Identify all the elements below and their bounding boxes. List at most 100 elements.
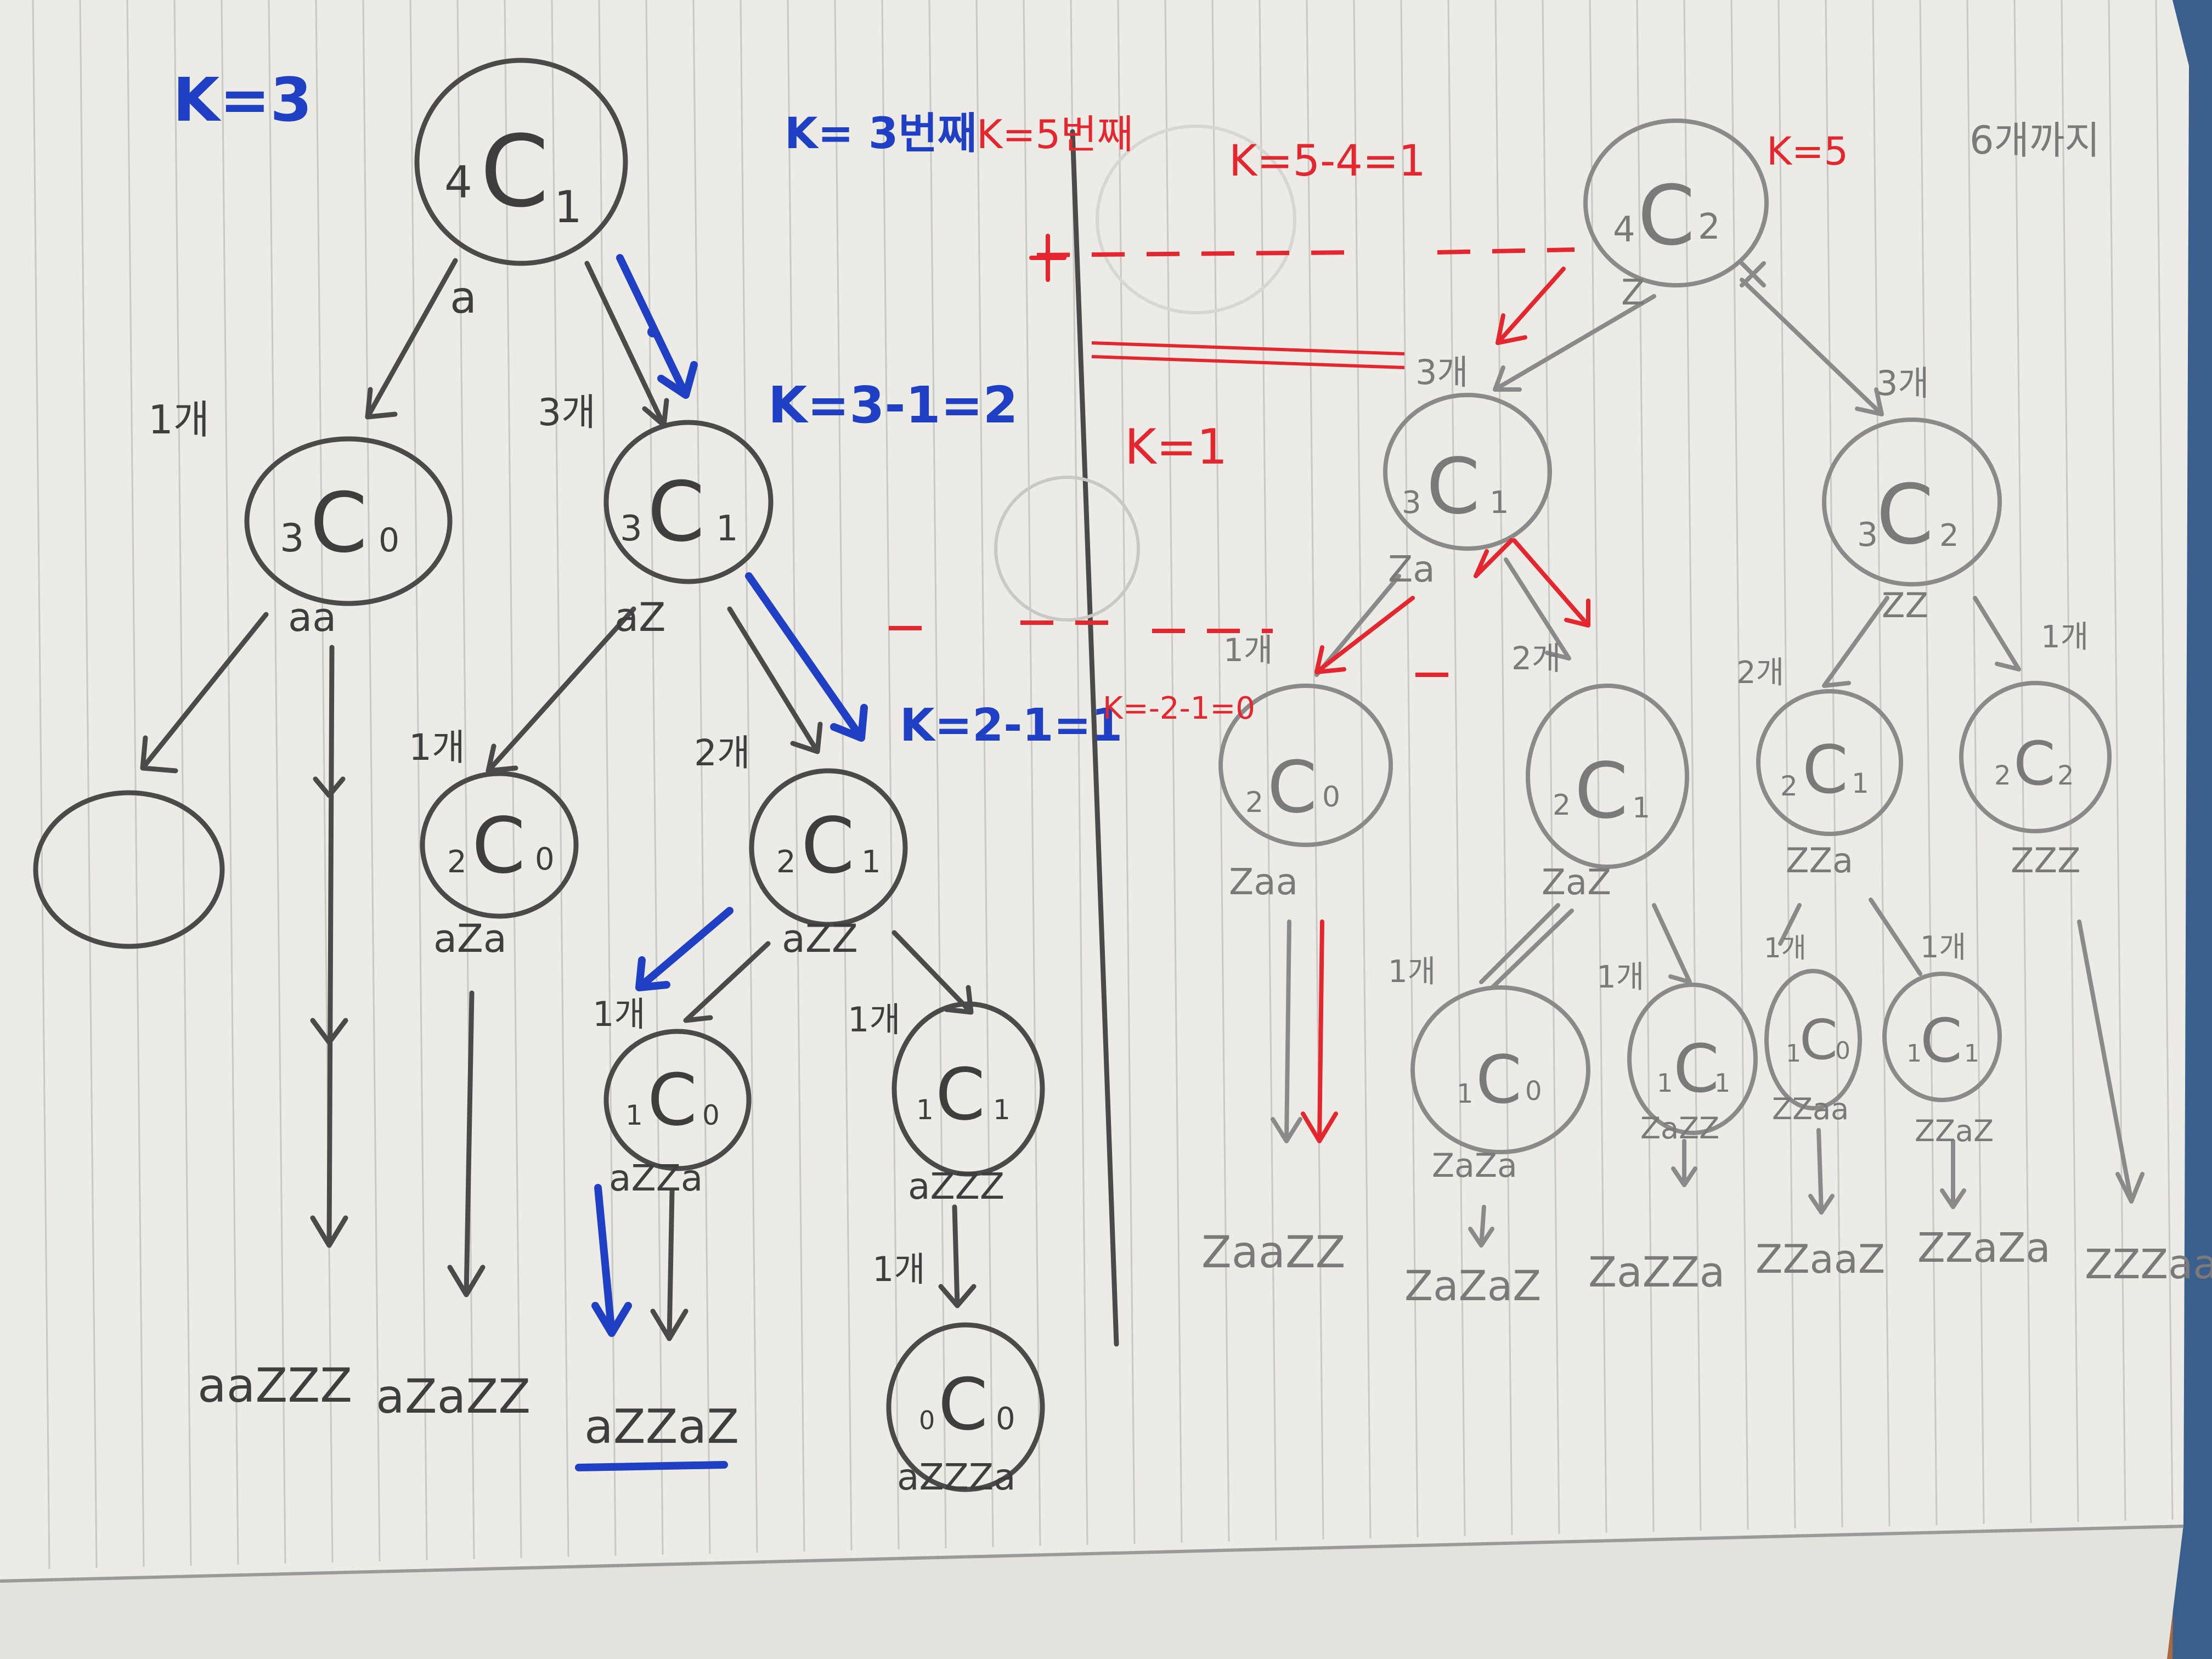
ruled-line <box>1259 0 1277 1541</box>
right-edge-1c1a-down <box>1671 1139 1697 1187</box>
right-root-sub: 4 <box>1613 210 1635 250</box>
right-1c1a-str: ZaZZ <box>1640 1111 1719 1146</box>
blue-underline <box>575 1461 728 1471</box>
right-node-2c0 <box>1218 684 1393 847</box>
left-root-sub: 4 <box>444 157 472 208</box>
right-3c2-letter: C <box>1876 467 1934 563</box>
left-3c1-letter: C <box>647 465 705 560</box>
ruled-line <box>1400 0 1419 1538</box>
right-node-3c1 <box>1383 393 1552 551</box>
right-result-6: ZZZaa <box>2085 1241 2212 1288</box>
right-edge-1c1b-down <box>1940 1139 1966 1209</box>
red-arrow-3c1 <box>1474 538 1514 578</box>
right-edge-2c2-down <box>2077 919 2145 1204</box>
blue-arrow-3c1 <box>745 572 868 742</box>
left-1c1-str: aZZZ <box>908 1165 1005 1207</box>
left-1c1-letter: C <box>935 1053 985 1136</box>
ruled-line <box>1542 0 1560 1534</box>
left-edge-3c0-empty <box>140 612 269 774</box>
right-result-4: ZZaaZ <box>1756 1236 1885 1282</box>
ruled-line <box>645 0 664 1555</box>
left-2c1-sub: 2 <box>776 844 796 880</box>
right-edge-2c1b-1c0 <box>1778 903 1802 946</box>
ruled-line <box>975 0 994 1548</box>
right-2c1b-sub2: 1 <box>1852 768 1869 799</box>
right-2c2-count: 1개 <box>2041 619 2089 655</box>
note-red-k-5th: K=5번째 <box>977 111 1133 157</box>
left-2c0-sub2: 0 <box>535 842 555 877</box>
left-3c1-sub: 3 <box>620 509 642 549</box>
lower-page <box>0 1525 2183 1659</box>
left-3c0-sub: 3 <box>280 516 304 561</box>
right-edge-2c0-down <box>1271 919 1302 1143</box>
right-result-2: ZaZaZ <box>1404 1261 1541 1310</box>
right-root-str: Z <box>1621 273 1645 313</box>
left-3c0-str: aa <box>288 594 336 640</box>
left-empty-node <box>33 790 225 949</box>
left-edge-3c1-2c1 <box>727 606 823 754</box>
red-strike <box>1091 341 1405 369</box>
right-edge-root-3c1 <box>1493 294 1656 392</box>
ruled-line <box>1164 0 1183 1543</box>
right-3c1-str: Za <box>1388 548 1435 590</box>
right-1c0b-count: 1개 <box>1764 932 1807 964</box>
right-node-2c1-b <box>1756 689 1903 836</box>
right-2c1b-str: ZZa <box>1786 840 1853 881</box>
ruled-line <box>173 0 192 1566</box>
left-2c1-str: aZZ <box>782 916 858 961</box>
left-node-2c1 <box>749 768 908 927</box>
left-root-sub2: 1 <box>554 182 582 233</box>
ruled-line <box>1825 0 1843 1528</box>
right-1c0a-letter: C <box>1476 1042 1522 1119</box>
ruled-line <box>1494 0 1513 1536</box>
right-2c2-letter: C <box>2013 729 2056 799</box>
right-1c1a-letter: C <box>1673 1031 1719 1108</box>
right-1c1b-sub: 1 <box>1906 1040 1922 1068</box>
right-1c1b-count: 1개 <box>1920 930 1966 964</box>
left-2c1-letter: C <box>801 802 855 891</box>
right-node-2c2 <box>1959 681 2112 833</box>
left-2c1-sub2: 1 <box>861 844 881 880</box>
ruled-line <box>409 0 428 1561</box>
left-tree-labels: 4 C 1 a 3 C 0 1개 aa 3 C 1 3개 aZ 2 C 0 1개… <box>148 115 1016 1498</box>
left-1c0-sub: 1 <box>625 1099 643 1131</box>
right-node-1c0-a <box>1410 985 1590 1154</box>
right-node-1c1-a <box>1627 983 1758 1135</box>
left-2c0-str: aZa <box>433 916 507 961</box>
left-edge-a-label: a <box>450 272 477 323</box>
note-blue-k-step2: K=2-1=1 <box>900 699 1122 752</box>
left-edge-3c0-down <box>310 645 348 1248</box>
right-2c1a-str: ZaZ <box>1542 862 1611 903</box>
left-result-3: aZZaZ <box>584 1400 739 1454</box>
right-node-1c0-b <box>1764 969 1862 1110</box>
left-1c1-sub: 1 <box>916 1094 934 1126</box>
right-1c1b-str: ZZaZ <box>1915 1114 1994 1148</box>
right-2c1b-count: 2개 <box>1736 655 1784 691</box>
note-six-count: 6개까지 <box>1970 118 2100 163</box>
red-arrow-2c0 <box>1314 596 1415 674</box>
left-0c0-sub2: 0 <box>996 1401 1015 1437</box>
ruled-line <box>1353 0 1372 1539</box>
left-3c1-sub2: 1 <box>716 509 738 549</box>
note-blue-k-step1: K=3-1=2 <box>768 376 1018 435</box>
ruled-line <box>1730 0 1749 1530</box>
left-root-node <box>414 58 628 266</box>
right-1c1b-sub2: 1 <box>1964 1040 1979 1068</box>
right-edge-3c1-2c1 <box>1504 557 1571 661</box>
right-3c1-count: 3개 <box>1415 352 1469 392</box>
right-edge-3c2-2c2 <box>1973 596 2021 672</box>
right-2c1a-sub2: 1 <box>1632 792 1650 825</box>
right-tree-labels: 4 C 2 Z 3 C 1 3개 Za 3 C 2 3개 ZZ 2 C 0 1개… <box>1201 168 2212 1310</box>
right-3c1-sub2: 1 <box>1489 485 1509 521</box>
red-plus-mark <box>1029 234 1066 282</box>
right-edge-1c0a-down <box>1468 1205 1494 1248</box>
ruled-line <box>1683 0 1702 1531</box>
left-node-1c0 <box>603 1029 752 1171</box>
ruled-line <box>221 0 239 1565</box>
page-edge <box>0 1525 2184 1583</box>
right-3c2-sub: 3 <box>1857 516 1878 554</box>
note-blue-k-3rd: K= 3번째 <box>785 109 977 159</box>
center-divider-line <box>1070 129 1119 1347</box>
ruled-line <box>598 0 617 1556</box>
right-root-letter: C <box>1638 168 1695 264</box>
